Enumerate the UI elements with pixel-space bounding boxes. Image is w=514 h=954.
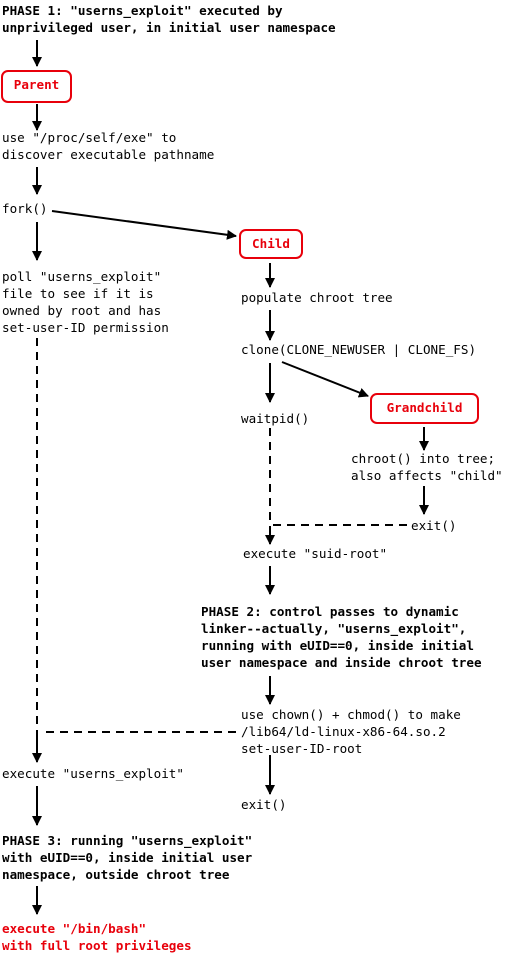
arrow-clone-to-grandchild	[281, 361, 369, 398]
poll-step: poll "userns_exploit" file to see if it …	[2, 269, 169, 335]
proc-self-exe-step: use "/proc/self/exe" to discover executa…	[2, 130, 215, 162]
phase1-heading: PHASE 1: "userns_exploit" executed by un…	[2, 3, 336, 35]
final-step: execute "/bin/bash" with full root privi…	[2, 921, 192, 953]
grandchild-exit-step: exit()	[411, 518, 457, 533]
populate-chroot-step: populate chroot tree	[241, 290, 393, 305]
child-box: Child	[239, 229, 303, 259]
grandchild-box: Grandchild	[370, 393, 479, 424]
child-exit-step: exit()	[241, 797, 287, 812]
waitpid-step: waitpid()	[241, 411, 310, 426]
execute-exploit-step: execute "userns_exploit"	[2, 766, 184, 781]
clone-step: clone(CLONE_NEWUSER | CLONE_FS)	[241, 342, 477, 357]
parent-box: Parent	[1, 70, 72, 103]
phase3-heading: PHASE 3: running "userns_exploit" with e…	[2, 833, 253, 882]
execute-suid-step: execute "suid-root"	[243, 546, 388, 561]
phase2-heading: PHASE 2: control passes to dynamic linke…	[201, 604, 482, 670]
chroot-step: chroot() into tree; also affects "child"	[351, 451, 503, 483]
arrow-fork-to-child	[51, 210, 237, 240]
fork-step: fork()	[2, 201, 48, 216]
chown-chmod-step: use chown() + chmod() to make /lib64/ld-…	[241, 707, 461, 756]
